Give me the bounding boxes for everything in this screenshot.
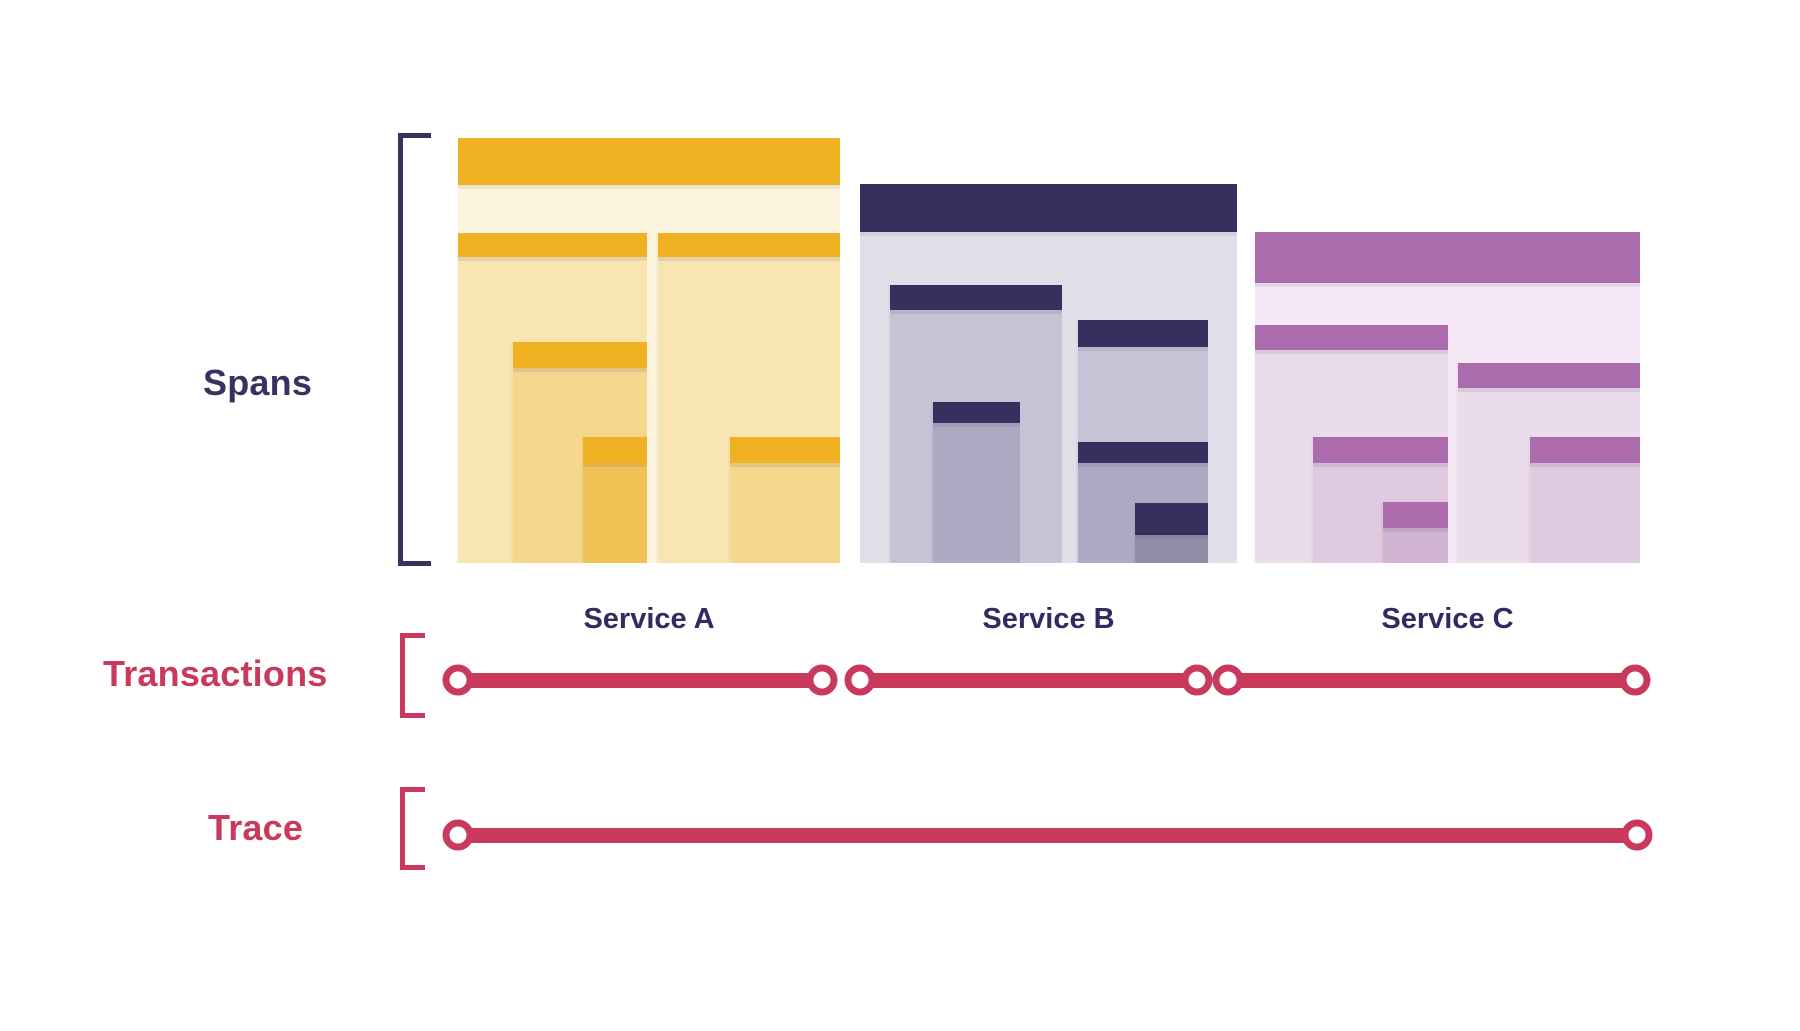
child-span-service-a-4: [730, 437, 840, 563]
transaction-endpoint-3-end: [1619, 664, 1651, 696]
child-span-header-service-b-1: [890, 285, 1062, 310]
child-span-header-service-c-2: [1458, 363, 1640, 388]
root-span-bar-service-b: [860, 184, 1237, 232]
service-label-service-a: Service A: [583, 603, 715, 635]
child-span-header-service-c-5: [1383, 502, 1448, 528]
child-span-header-service-c-4: [1530, 437, 1640, 463]
transaction-line-2: [860, 672, 1197, 688]
child-span-service-c-4: [1530, 437, 1640, 563]
service-label-service-c: Service C: [1381, 603, 1514, 635]
trace-endpoint-1-end: [1621, 819, 1653, 851]
child-span-service-b-5: [1135, 503, 1208, 563]
transaction-line-1: [458, 672, 822, 688]
span-waterfall-service-c: [1255, 232, 1640, 563]
transactions-bracket: [400, 633, 425, 718]
service-label-service-b: Service B: [982, 603, 1115, 635]
trace-bracket: [400, 787, 425, 870]
child-span-header-service-b-2: [1078, 320, 1208, 347]
child-span-service-a-5: [583, 437, 647, 563]
span-waterfall-service-a: [458, 138, 840, 563]
child-span-header-service-c-1: [1255, 325, 1448, 350]
transaction-endpoint-1-end: [806, 664, 838, 696]
spans-bracket: [398, 133, 431, 566]
child-span-header-service-a-3: [513, 342, 647, 368]
child-span-service-c-5: [1383, 502, 1448, 563]
child-span-header-service-c-3: [1313, 437, 1448, 463]
transaction-endpoint-3-start: [1212, 664, 1244, 696]
trace-row-label: Trace: [208, 807, 304, 848]
transaction-endpoint-2-end: [1181, 664, 1213, 696]
child-span-header-service-b-4: [1078, 442, 1208, 463]
root-span-bar-service-a: [458, 138, 840, 185]
child-span-service-b-3: [933, 402, 1020, 563]
transactions-row-label: Transactions: [103, 653, 328, 694]
transaction-endpoint-2-start: [844, 664, 876, 696]
child-span-header-service-a-2: [658, 233, 840, 257]
spans-row-label: Spans: [203, 362, 313, 403]
child-span-header-service-b-3: [933, 402, 1020, 423]
root-span-bar-service-c: [1255, 232, 1640, 283]
trace-line-1: [458, 827, 1637, 843]
transaction-line-3: [1228, 672, 1635, 688]
child-span-header-service-a-1: [458, 233, 647, 257]
child-span-header-service-a-4: [730, 437, 840, 463]
child-span-header-service-a-5: [583, 437, 647, 463]
trace-endpoint-1-start: [442, 819, 474, 851]
transaction-endpoint-1-start: [442, 664, 474, 696]
child-span-header-service-b-5: [1135, 503, 1208, 535]
span-waterfall-service-b: [860, 184, 1237, 563]
